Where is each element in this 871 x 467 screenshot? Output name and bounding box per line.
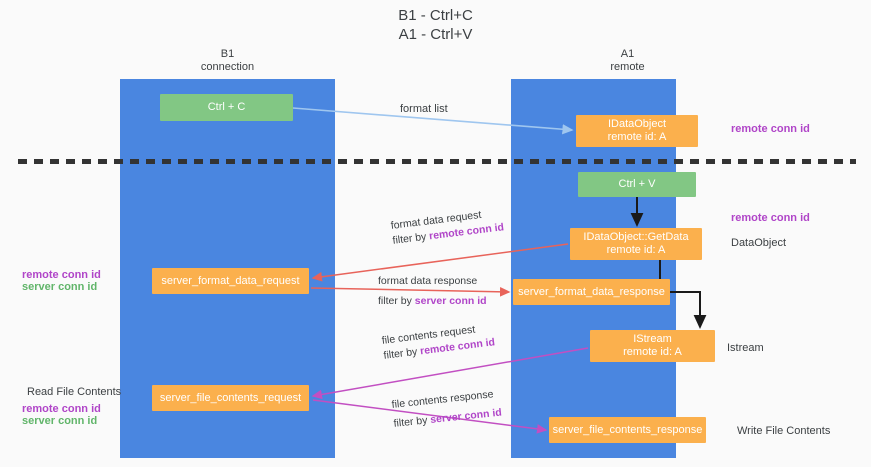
node-fmt-req-label: server_format_data_request — [161, 274, 300, 287]
edge-label-file-contents-response: file contents response filter by server … — [391, 387, 503, 432]
side-label-remote-conn-id-mid: remote conn id — [731, 212, 810, 224]
title-line-2: A1 - Ctrl+V — [398, 26, 473, 43]
edge-label-format-data-request: format data request filter by remote con… — [390, 205, 505, 248]
lane-header-a1-role: remote — [610, 61, 645, 73]
lane-header-a1-name: A1 — [620, 48, 635, 60]
node-server-format-data-response[interactable]: server_format_data_response — [513, 279, 670, 305]
lane-header-a1: A1 remote — [550, 48, 705, 74]
lane-header-b1-role: connection — [200, 61, 255, 73]
diagram-title: B1 - Ctrl+C A1 - Ctrl+V — [0, 6, 871, 44]
node-server-file-contents-response[interactable]: server_file_contents_response — [549, 417, 706, 443]
filter-prefix: filter by — [382, 345, 421, 362]
node-idataobject-label: IDataObject — [607, 118, 667, 130]
node-idataobject[interactable]: IDataObject remote id: A — [576, 115, 698, 147]
node-ctrl-c[interactable]: Ctrl + C — [160, 94, 293, 121]
filter-key-server-conn-id: server conn id — [429, 406, 503, 426]
phase-divider — [18, 159, 856, 164]
node-idataobject-getdata[interactable]: IDataObject::GetData remote id: A — [570, 228, 702, 260]
filter-prefix: filter by — [378, 295, 415, 307]
node-getdata-label: IDataObject::GetData — [583, 231, 689, 243]
side-label-istream: Istream — [727, 342, 764, 354]
node-getdata-sub: remote id: A — [606, 244, 666, 256]
node-ctrl-c-label: Ctrl + C — [207, 101, 246, 113]
filter-prefix: filter by — [391, 230, 430, 247]
title-line-1: B1 - Ctrl+C — [398, 7, 473, 24]
node-server-format-data-request[interactable]: server_format_data_request — [152, 268, 309, 294]
side-label-write-file-contents: Write File Contents — [737, 425, 831, 437]
edge-label-format-data-response: format data response filter by server co… — [378, 274, 487, 309]
edge-label-format-data-response-line2: filter by server conn id — [378, 294, 487, 309]
edge-label-format-data-response-line1: format data response — [378, 275, 478, 287]
side-label-remote-conn-id-top: remote conn id — [731, 123, 810, 135]
node-server-file-contents-request[interactable]: server_file_contents_request — [152, 385, 309, 411]
node-ctrl-v-label: Ctrl + V — [618, 178, 656, 190]
lane-header-b1: B1 connection — [150, 48, 305, 74]
node-fmt-resp-label: server_format_data_response — [518, 285, 665, 298]
lane-header-b1-name: B1 — [220, 48, 235, 60]
node-ctrl-v[interactable]: Ctrl + V — [578, 172, 696, 197]
side-label-left-remote-conn-id-2: remote conn id — [22, 403, 101, 415]
side-label-left-server-conn-id-1: server conn id — [22, 281, 98, 293]
node-idataobject-sub: remote id: A — [607, 131, 667, 143]
node-istream-sub: remote id: A — [623, 346, 682, 358]
side-label-left-server-conn-id-2: server conn id — [22, 415, 98, 427]
side-label-dataobject: DataObject — [731, 237, 787, 249]
node-istream[interactable]: IStream remote id: A — [590, 330, 715, 362]
side-label-left-remote-conn-id-1: remote conn id — [22, 269, 101, 281]
edge-label-file-contents-request: file contents request filter by remote c… — [381, 320, 496, 363]
filter-key-server-conn-id: server conn id — [414, 295, 487, 307]
edge-label-format-list: format list — [400, 103, 448, 115]
node-file-req-label: server_file_contents_request — [159, 391, 302, 404]
node-file-resp-label: server_file_contents_response — [552, 423, 703, 436]
filter-prefix: filter by — [393, 414, 431, 430]
node-istream-label: IStream — [633, 333, 672, 345]
side-label-read-file-contents: Read File Contents — [27, 386, 122, 398]
